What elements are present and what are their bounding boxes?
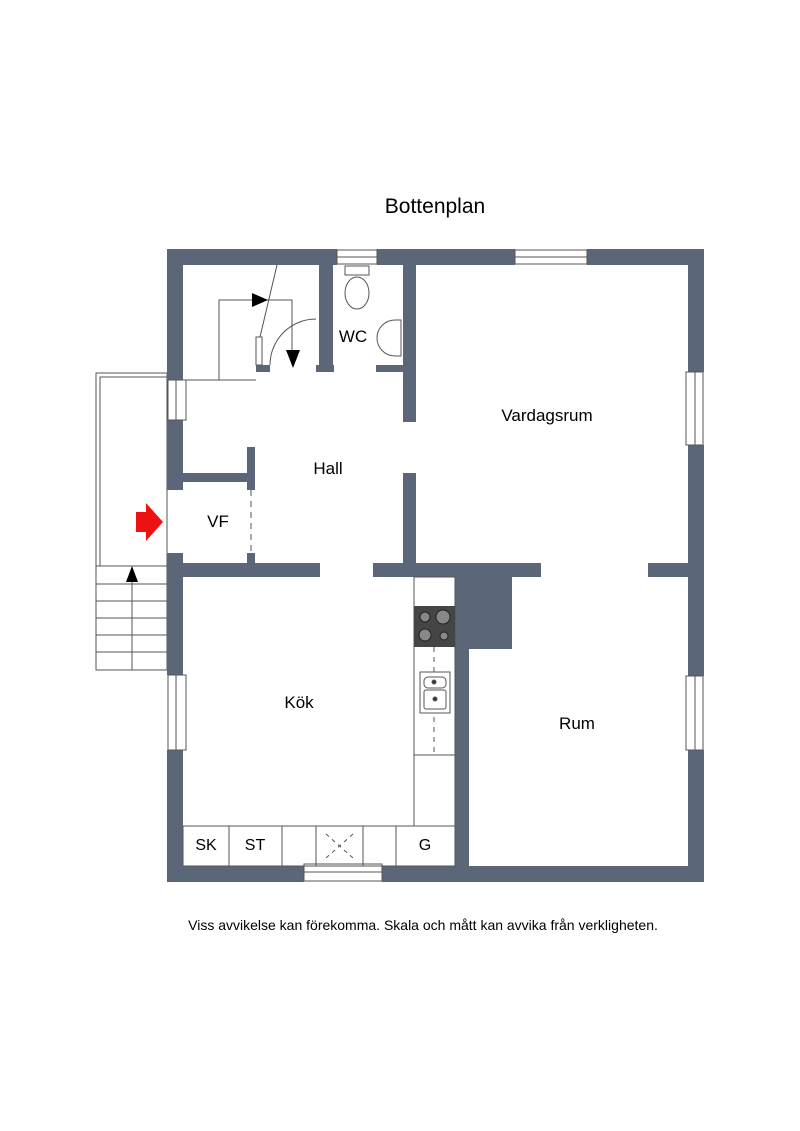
stairs [96, 565, 167, 670]
plan-title: Bottenplan [384, 195, 486, 218]
hood-icon [325, 833, 354, 859]
appliance-label-g: G [418, 837, 432, 854]
appliance-label-st: ST [244, 837, 266, 854]
appliance-label-sk: SK [195, 837, 217, 854]
door-arrow-icon [252, 293, 268, 307]
room-label-rum: Rum [559, 714, 595, 733]
toilet-icon [344, 276, 370, 310]
walls [167, 249, 704, 882]
sink-icon [419, 671, 451, 714]
washbasin-icon [376, 319, 402, 357]
entrance-arrow-icon [136, 503, 163, 541]
room-label-wc: WC [338, 327, 368, 346]
room-label-hall: Hall [313, 459, 343, 478]
stove-icon [414, 606, 455, 647]
door-arrow-down-icon [286, 350, 300, 368]
disclaimer: Viss avvikelse kan förekomma. Skala och … [188, 917, 658, 933]
windows [167, 249, 704, 882]
room-label-vf: VF [207, 512, 229, 531]
stair-up-arrow-icon [126, 566, 138, 582]
room-label-kok: Kök [284, 693, 314, 712]
room-label-vardagsrum: Vardagsrum [501, 406, 593, 425]
